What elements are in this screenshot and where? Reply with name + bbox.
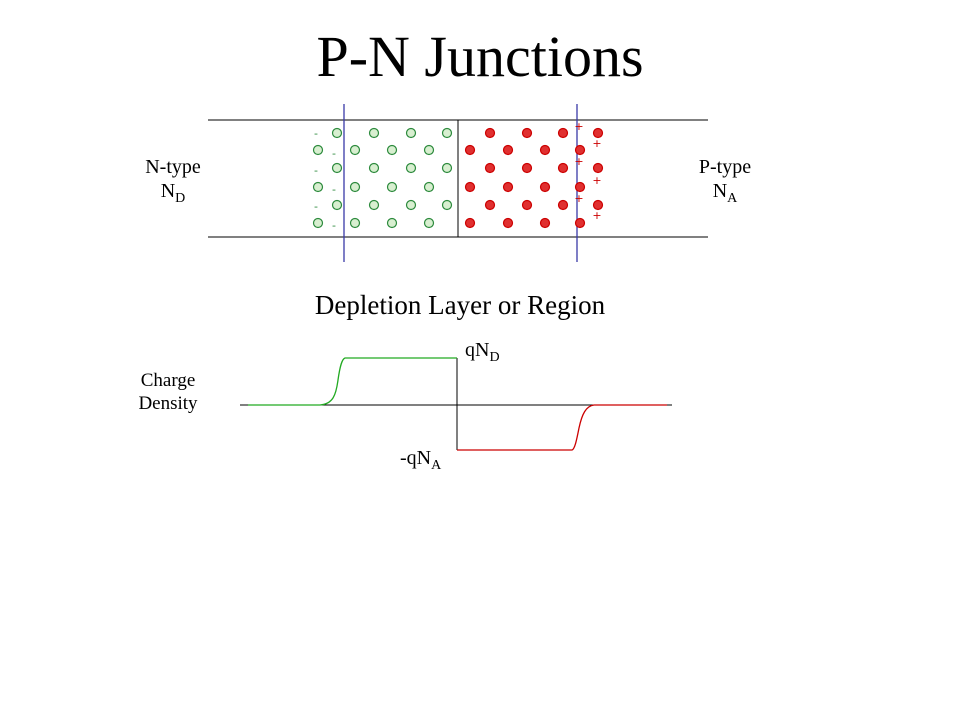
negative-charge-label: -qNA xyxy=(400,447,442,473)
acceptor-ion xyxy=(574,217,586,229)
plus-sign: + xyxy=(574,192,583,205)
n-doping-label: ND xyxy=(160,180,186,206)
acceptor-ion xyxy=(484,162,496,174)
donor-ion xyxy=(405,162,417,174)
donor-ion xyxy=(312,144,324,156)
acceptor-ion xyxy=(574,181,586,193)
donor-ion xyxy=(423,144,435,156)
donor-ion xyxy=(423,217,435,229)
plus-sign: + xyxy=(592,174,601,187)
acceptor-ion xyxy=(592,127,604,139)
acceptor-ion xyxy=(521,199,533,211)
acceptor-ion xyxy=(539,217,551,229)
minus-sign: - xyxy=(332,147,336,160)
acceptor-ion xyxy=(539,144,551,156)
donor-ion xyxy=(441,199,453,211)
p-type-label: P-type xyxy=(698,156,752,178)
positive-charge-label: qND xyxy=(465,339,500,365)
acceptor-ion xyxy=(502,144,514,156)
donor-ion xyxy=(368,127,380,139)
n-charge-profile xyxy=(248,357,457,406)
p-doping-label: NA xyxy=(712,180,738,206)
acceptor-ion xyxy=(502,217,514,229)
acceptor-ion xyxy=(592,162,604,174)
minus-sign: - xyxy=(332,183,336,196)
minus-sign: - xyxy=(314,200,318,213)
p-type-label-group: P-type NA xyxy=(680,155,770,206)
donor-ion xyxy=(331,162,343,174)
donor-ion xyxy=(405,199,417,211)
acceptor-ion xyxy=(464,144,476,156)
plus-sign: + xyxy=(592,209,601,222)
acceptor-ion xyxy=(502,181,514,193)
plus-sign: + xyxy=(592,137,601,150)
p-charge-profile xyxy=(457,404,667,451)
donor-ion xyxy=(405,127,417,139)
donor-ion xyxy=(312,181,324,193)
donor-ion xyxy=(349,217,361,229)
page-title: P-N Junctions xyxy=(316,24,644,89)
acceptor-ion xyxy=(539,181,551,193)
acceptor-ion xyxy=(557,199,569,211)
acceptor-ion xyxy=(557,162,569,174)
donor-ion xyxy=(441,162,453,174)
n-type-label: N-type xyxy=(145,156,201,178)
donor-ion xyxy=(423,181,435,193)
donor-ion xyxy=(331,199,343,211)
plus-sign: + xyxy=(574,155,583,168)
negative-charge-signs: - - - - - - xyxy=(314,127,336,232)
minus-sign: - xyxy=(332,219,336,232)
n-type-label-group: N-type ND xyxy=(128,155,218,206)
acceptor-ion xyxy=(521,127,533,139)
acceptor-ion xyxy=(521,162,533,174)
charge-density-label: Charge Density xyxy=(138,370,198,414)
minus-sign: - xyxy=(314,164,318,177)
donor-ion xyxy=(368,162,380,174)
donor-ion xyxy=(441,127,453,139)
donor-ion xyxy=(331,127,343,139)
plus-sign: + xyxy=(574,120,583,133)
acceptor-ion xyxy=(464,217,476,229)
acceptor-ion xyxy=(557,127,569,139)
minus-sign: - xyxy=(314,127,318,140)
depletion-title: Depletion Layer or Region xyxy=(314,290,606,320)
donor-ion xyxy=(349,144,361,156)
acceptor-ion xyxy=(484,127,496,139)
acceptor-ion xyxy=(484,199,496,211)
positive-charge-signs: + + + + + + xyxy=(574,120,601,222)
acceptor-ion xyxy=(592,199,604,211)
donor-ion xyxy=(312,217,324,229)
n-side-donor-ions xyxy=(312,127,453,229)
donor-ion xyxy=(386,217,398,229)
donor-ion xyxy=(349,181,361,193)
acceptor-ion xyxy=(464,181,476,193)
acceptor-ion xyxy=(574,144,586,156)
donor-ion xyxy=(386,181,398,193)
donor-ion xyxy=(368,199,380,211)
p-side-acceptor-ions xyxy=(464,127,604,229)
donor-ion xyxy=(386,144,398,156)
